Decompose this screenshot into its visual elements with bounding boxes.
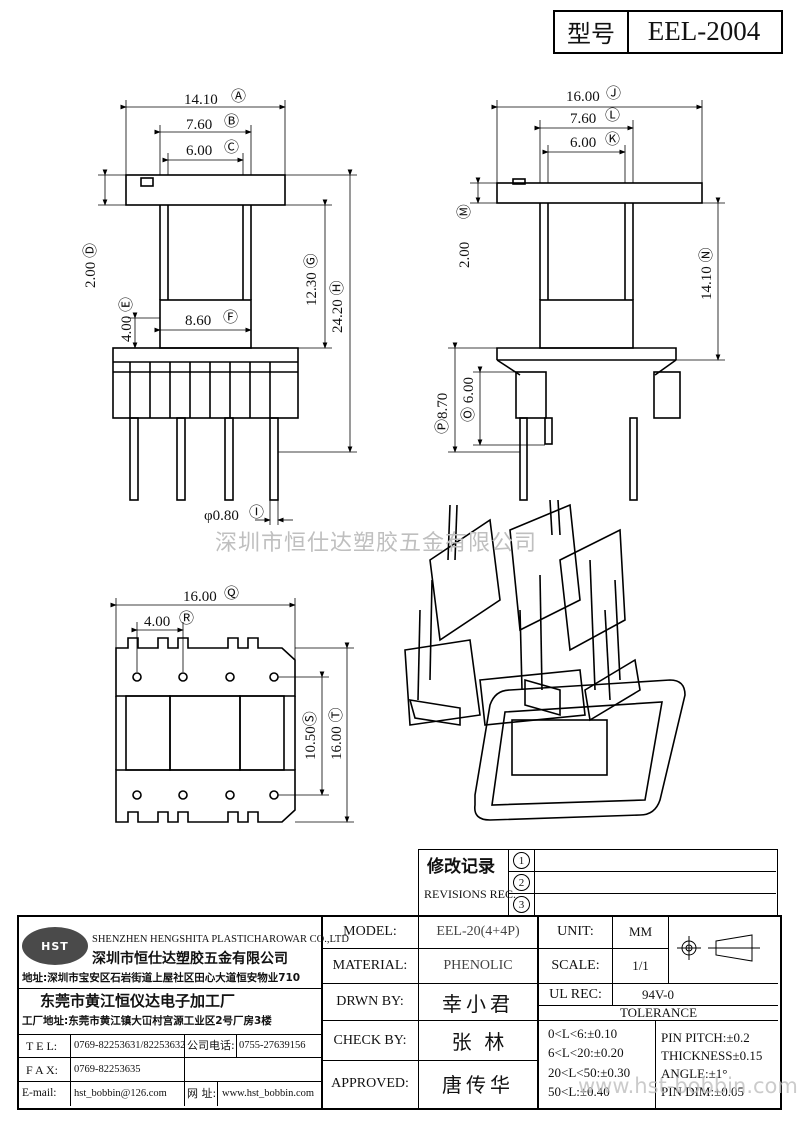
tol-right-0: PIN PITCH:±0.2	[661, 1030, 750, 1045]
unit-label: UNIT:	[557, 924, 594, 939]
dim-h: 24.20 Ⓗ	[330, 280, 346, 333]
dim-n: 14.10 Ⓝ	[699, 247, 715, 300]
ul-label: UL REC:	[549, 986, 602, 1002]
tol-right-2: ANGLE:±1°	[661, 1066, 728, 1081]
dim-c: 6.00	[186, 143, 213, 159]
dim-l-tag: Ⓛ	[605, 108, 621, 124]
factory-address: 工厂地址:东莞市黄江镇大冚村宫源工业区2号厂房3楼	[22, 1015, 272, 1027]
dim-q: 16.00	[183, 589, 217, 605]
dim-q-tag: Ⓠ	[224, 586, 240, 602]
dim-p: Ⓟ8.70	[435, 392, 451, 434]
material-label: MATERIAL:	[332, 958, 408, 973]
drawn-label: DRWN BY:	[336, 994, 404, 1009]
revision-3: 3	[509, 894, 534, 915]
email-value: hst_bobbin@126.com	[74, 1088, 167, 1099]
company-name-en: SHENZHEN HENGSHITA PLASTICHAROWAR CO.,LT…	[92, 934, 349, 945]
dim-f-tag: Ⓕ	[223, 310, 239, 326]
dim-l: 7.60	[570, 111, 597, 127]
dim-f: 8.60	[185, 313, 212, 329]
drawn-value: 幸小君	[442, 991, 514, 1016]
tol-right-3: PIN DIM:±0.05	[661, 1084, 744, 1099]
model-code: EEL-2004	[647, 15, 761, 46]
dim-o: Ⓞ 6.00	[461, 376, 477, 422]
projection-symbol-icon	[669, 916, 777, 983]
company-phone: 0755-27639156	[239, 1040, 306, 1051]
dim-b: 7.60	[186, 117, 213, 133]
ul-value: 94V-0	[641, 986, 675, 1002]
dim-s: 10.50Ⓢ	[303, 711, 319, 760]
dim-t: 16.00 Ⓣ	[329, 707, 345, 760]
dim-i: φ0.80	[204, 508, 239, 524]
check-value: 张 林	[451, 1030, 505, 1054]
tel-label: T E L:	[26, 1039, 58, 1053]
revisions-title-cn: 修改记录	[427, 857, 495, 877]
dim-d: 2.00 Ⓓ	[83, 242, 99, 288]
watermark-company: 深圳市恒仕达塑胶五金有限公司	[215, 531, 538, 556]
dim-r: 4.00	[144, 614, 171, 630]
email-label: E-mail:	[22, 1087, 57, 1099]
dim-m: 2.00 Ⓜ	[457, 204, 473, 268]
dim-j-tag: Ⓙ	[606, 86, 622, 102]
title-block	[17, 915, 782, 1110]
dim-b-tag: Ⓑ	[224, 114, 240, 130]
material-value: PHENOLIC	[443, 958, 513, 973]
company-address: 地址:深圳市宝安区石岩街道上屋社区田心大道恒安物业710	[22, 972, 301, 984]
web-value: www.hst_bobbin.com	[222, 1088, 315, 1099]
tol-left-2: 20<L<50:±0.30	[548, 1065, 631, 1080]
dim-e: 4.00 Ⓔ	[119, 296, 135, 342]
approved-value: 唐传华	[442, 1073, 514, 1097]
revisions-title-en: REVISIONS REC.	[424, 887, 517, 901]
dim-r-tag: Ⓡ	[179, 611, 195, 627]
type-label: 型号	[567, 19, 615, 48]
scale-value: 1/1	[632, 958, 649, 973]
fax-value: 0769-82253635	[74, 1064, 141, 1075]
model-value: EEL-20(4+4P)	[436, 924, 520, 939]
tol-right-1: THICKNESS±0.15	[661, 1048, 763, 1063]
company-logo: HST	[22, 927, 88, 965]
unit-value: MM	[628, 924, 653, 939]
check-label: CHECK BY:	[333, 1032, 407, 1048]
approved-label: APPROVED:	[331, 1075, 409, 1091]
web-label: 网 址:	[187, 1087, 217, 1100]
dim-c-tag: Ⓒ	[224, 140, 240, 156]
watermark-website: www.hst-bobbin.com	[578, 1074, 798, 1098]
fax-label: F A X:	[26, 1063, 59, 1077]
model-header	[553, 10, 783, 54]
dim-g: 12.30 Ⓖ	[304, 253, 320, 306]
tol-left-1: 6<L<20:±0.20	[548, 1045, 624, 1060]
tol-left-3: 50<L:±0.40	[548, 1084, 610, 1099]
dim-j: 16.00	[566, 89, 600, 105]
tel-value: 0769-82253631/82253632	[74, 1040, 186, 1051]
company-phone-label: 公司电话:	[187, 1039, 235, 1052]
revision-2: 2	[509, 872, 534, 893]
dim-k-tag: Ⓚ	[605, 132, 621, 148]
scale-label: SCALE:	[551, 958, 600, 973]
dim-a: 14.10	[184, 92, 218, 108]
model-label: MODEL:	[343, 924, 397, 939]
revision-1: 1	[509, 850, 534, 871]
factory-name: 东莞市黄江恒仪达电子加工厂	[40, 992, 236, 1010]
tolerance-label: TOLERANCE	[619, 1004, 698, 1020]
company-name-cn: 深圳市恒仕达塑胶五金有限公司	[92, 951, 288, 967]
dim-i-tag: Ⓘ	[249, 505, 265, 521]
tol-left-0: 0<L<6:±0.10	[548, 1026, 618, 1041]
dim-a-tag: Ⓐ	[231, 89, 247, 105]
dim-k: 6.00	[570, 135, 597, 151]
